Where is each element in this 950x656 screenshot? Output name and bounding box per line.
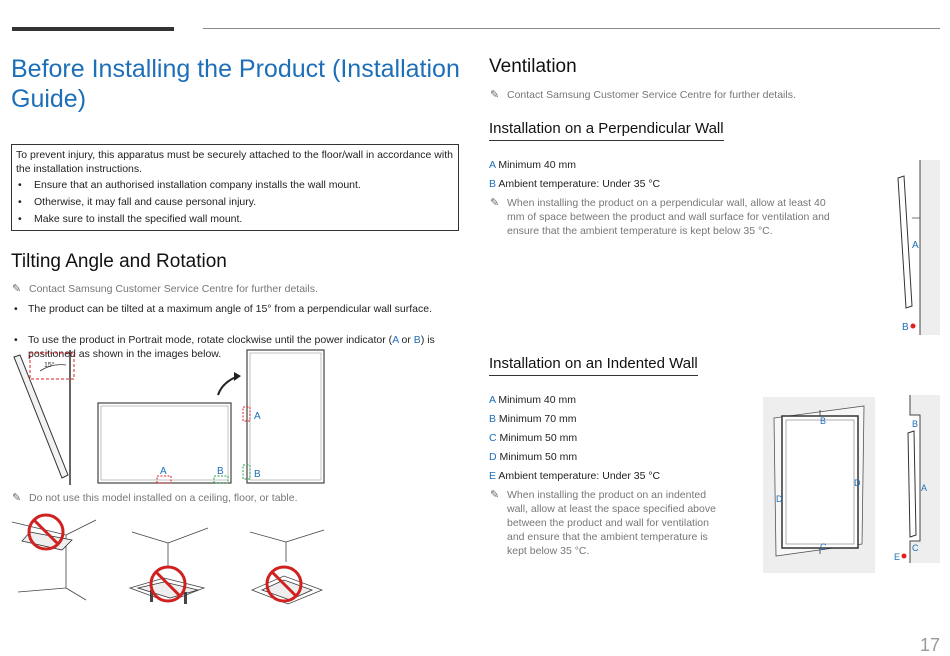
safety-warning-box: To prevent injury, this apparatus must b… <box>11 144 459 231</box>
header-rule <box>203 28 940 29</box>
bullet2-label-b: B <box>413 334 421 346</box>
warning-item: Make sure to install the specified wall … <box>16 212 454 226</box>
perpendicular-item: A Minimum 40 mm <box>489 158 576 172</box>
pencil-note-icon: ✎ <box>12 283 22 295</box>
indented-item: B Minimum 70 mm <box>489 412 577 426</box>
ceiling-note: ✎ Do not use this model installed on a c… <box>12 491 459 505</box>
tilting-bullet-1: The product can be tilted at a maximum a… <box>12 302 468 316</box>
perpendicular-wall-illustration: A B <box>897 160 940 335</box>
indented-note: ✎ When installing the product on an inde… <box>490 488 729 558</box>
item-label: D <box>489 451 497 463</box>
ceiling-note-text: Do not use this model installed on a cei… <box>29 492 298 504</box>
ventilation-heading: Ventilation <box>489 56 577 77</box>
indented-item: A Minimum 40 mm <box>489 393 576 407</box>
item-label: A <box>489 394 496 406</box>
perpendicular-note-text: When installing the product on a perpend… <box>507 197 830 237</box>
landscape-label-b: B <box>217 466 224 477</box>
item-text: Minimum 50 mm <box>496 451 578 463</box>
item-label: A <box>489 159 496 171</box>
perpendicular-heading: Installation on a Perpendicular Wall <box>489 120 724 141</box>
rotate-clockwise-arrow-icon <box>217 376 237 396</box>
bullet2-text: or <box>398 334 414 346</box>
tilting-note-text: Contact Samsung Customer Service Centre … <box>29 283 318 295</box>
item-text: Minimum 50 mm <box>496 432 578 444</box>
item-text: Ambient temperature: Under 35 °C <box>496 470 661 482</box>
indented-side-label-a: A <box>921 483 927 493</box>
ventilation-note: ✎ Contact Samsung Customer Service Centr… <box>490 88 887 102</box>
indented-wall-front-illustration: B D D C <box>763 397 875 573</box>
indented-wall-side-illustration: B A C E <box>894 395 940 563</box>
item-text: Minimum 40 mm <box>495 394 576 406</box>
item-label: E <box>489 470 497 482</box>
item-text: Ambient temperature: Under 35 °C <box>496 178 661 190</box>
portrait-label-b: B <box>254 469 261 480</box>
pencil-note-icon: ✎ <box>490 197 500 209</box>
landscape-label-a: A <box>160 466 167 477</box>
prohibited-installations-illustration <box>11 513 325 605</box>
landscape-product-figure: A B <box>97 402 232 484</box>
indented-side-label-b: B <box>912 419 918 429</box>
tilting-note: ✎ Contact Samsung Customer Service Centr… <box>12 282 459 296</box>
indented-item: E Ambient temperature: Under 35 °C <box>489 469 660 483</box>
perpendicular-note: ✎ When installing the product on a perpe… <box>490 196 842 238</box>
item-text: Minimum 70 mm <box>496 413 577 425</box>
item-label: B <box>489 413 497 425</box>
prohibited-floor-figure <box>128 527 209 604</box>
bullet2-label-a: A <box>392 334 399 346</box>
tilt-angle-label: 15° <box>44 361 55 369</box>
item-label: B <box>489 178 497 190</box>
item-label: C <box>489 432 497 444</box>
page-number: 17 <box>919 635 940 655</box>
perpendicular-item: B Ambient temperature: Under 35 °C <box>489 177 660 191</box>
warning-intro: To prevent injury, this apparatus must b… <box>16 149 453 175</box>
warning-item: Otherwise, it may fall and cause persona… <box>16 195 454 209</box>
wall-shading <box>920 160 940 335</box>
bullet2-text: To use the product in Portrait mode, rot… <box>28 334 393 346</box>
pencil-note-icon: ✎ <box>12 492 22 504</box>
prohibited-icon <box>27 513 65 551</box>
indented-front-label-b: B <box>820 416 826 426</box>
prohibited-icon <box>265 565 303 603</box>
perpendicular-label-a: A <box>912 240 919 251</box>
tilting-bullet-2: To use the product in Portrait mode, rot… <box>12 333 468 361</box>
prohibited-icon <box>149 565 187 603</box>
indented-note-text: When installing the product on an indent… <box>507 489 716 557</box>
indented-side-label-c: C <box>912 543 919 553</box>
ventilation-note-text: Contact Samsung Customer Service Centre … <box>507 89 796 101</box>
pencil-note-icon: ✎ <box>490 489 500 501</box>
portrait-product-figure: A B <box>242 349 325 484</box>
indented-front-label-c: C <box>820 542 827 552</box>
warning-item: Ensure that an authorised installation c… <box>16 178 454 192</box>
page-title: Before Installing the Product (Installat… <box>11 55 460 113</box>
indented-front-label-d-left: D <box>776 494 783 504</box>
tilted-product-figure: 15° <box>13 350 75 485</box>
header-bar-dark <box>12 27 174 31</box>
tilting-heading: Tilting Angle and Rotation <box>11 251 227 272</box>
rotate-arrow-head <box>234 372 241 381</box>
prohibited-table-figure <box>249 529 325 605</box>
prohibited-ceiling-figure <box>11 513 97 601</box>
indented-side-label-e: E <box>894 552 900 562</box>
tilt-rotation-illustration: 15° A B A B <box>13 349 325 485</box>
power-indicator-dot <box>901 553 907 559</box>
indented-item: C Minimum 50 mm <box>489 431 577 445</box>
portrait-label-a: A <box>254 411 261 422</box>
bullet2-text: ) is positioned as shown in the images b… <box>28 334 435 360</box>
pencil-note-icon: ✎ <box>490 89 500 101</box>
item-text: Minimum 40 mm <box>495 159 576 171</box>
power-indicator-dot <box>910 323 916 329</box>
indented-item: D Minimum 50 mm <box>489 450 577 464</box>
perpendicular-label-b: B <box>902 322 909 333</box>
warning-list: Ensure that an authorised installation c… <box>16 178 454 226</box>
indented-front-label-d: D <box>854 478 861 488</box>
indented-heading: Installation on an Indented Wall <box>489 355 698 376</box>
